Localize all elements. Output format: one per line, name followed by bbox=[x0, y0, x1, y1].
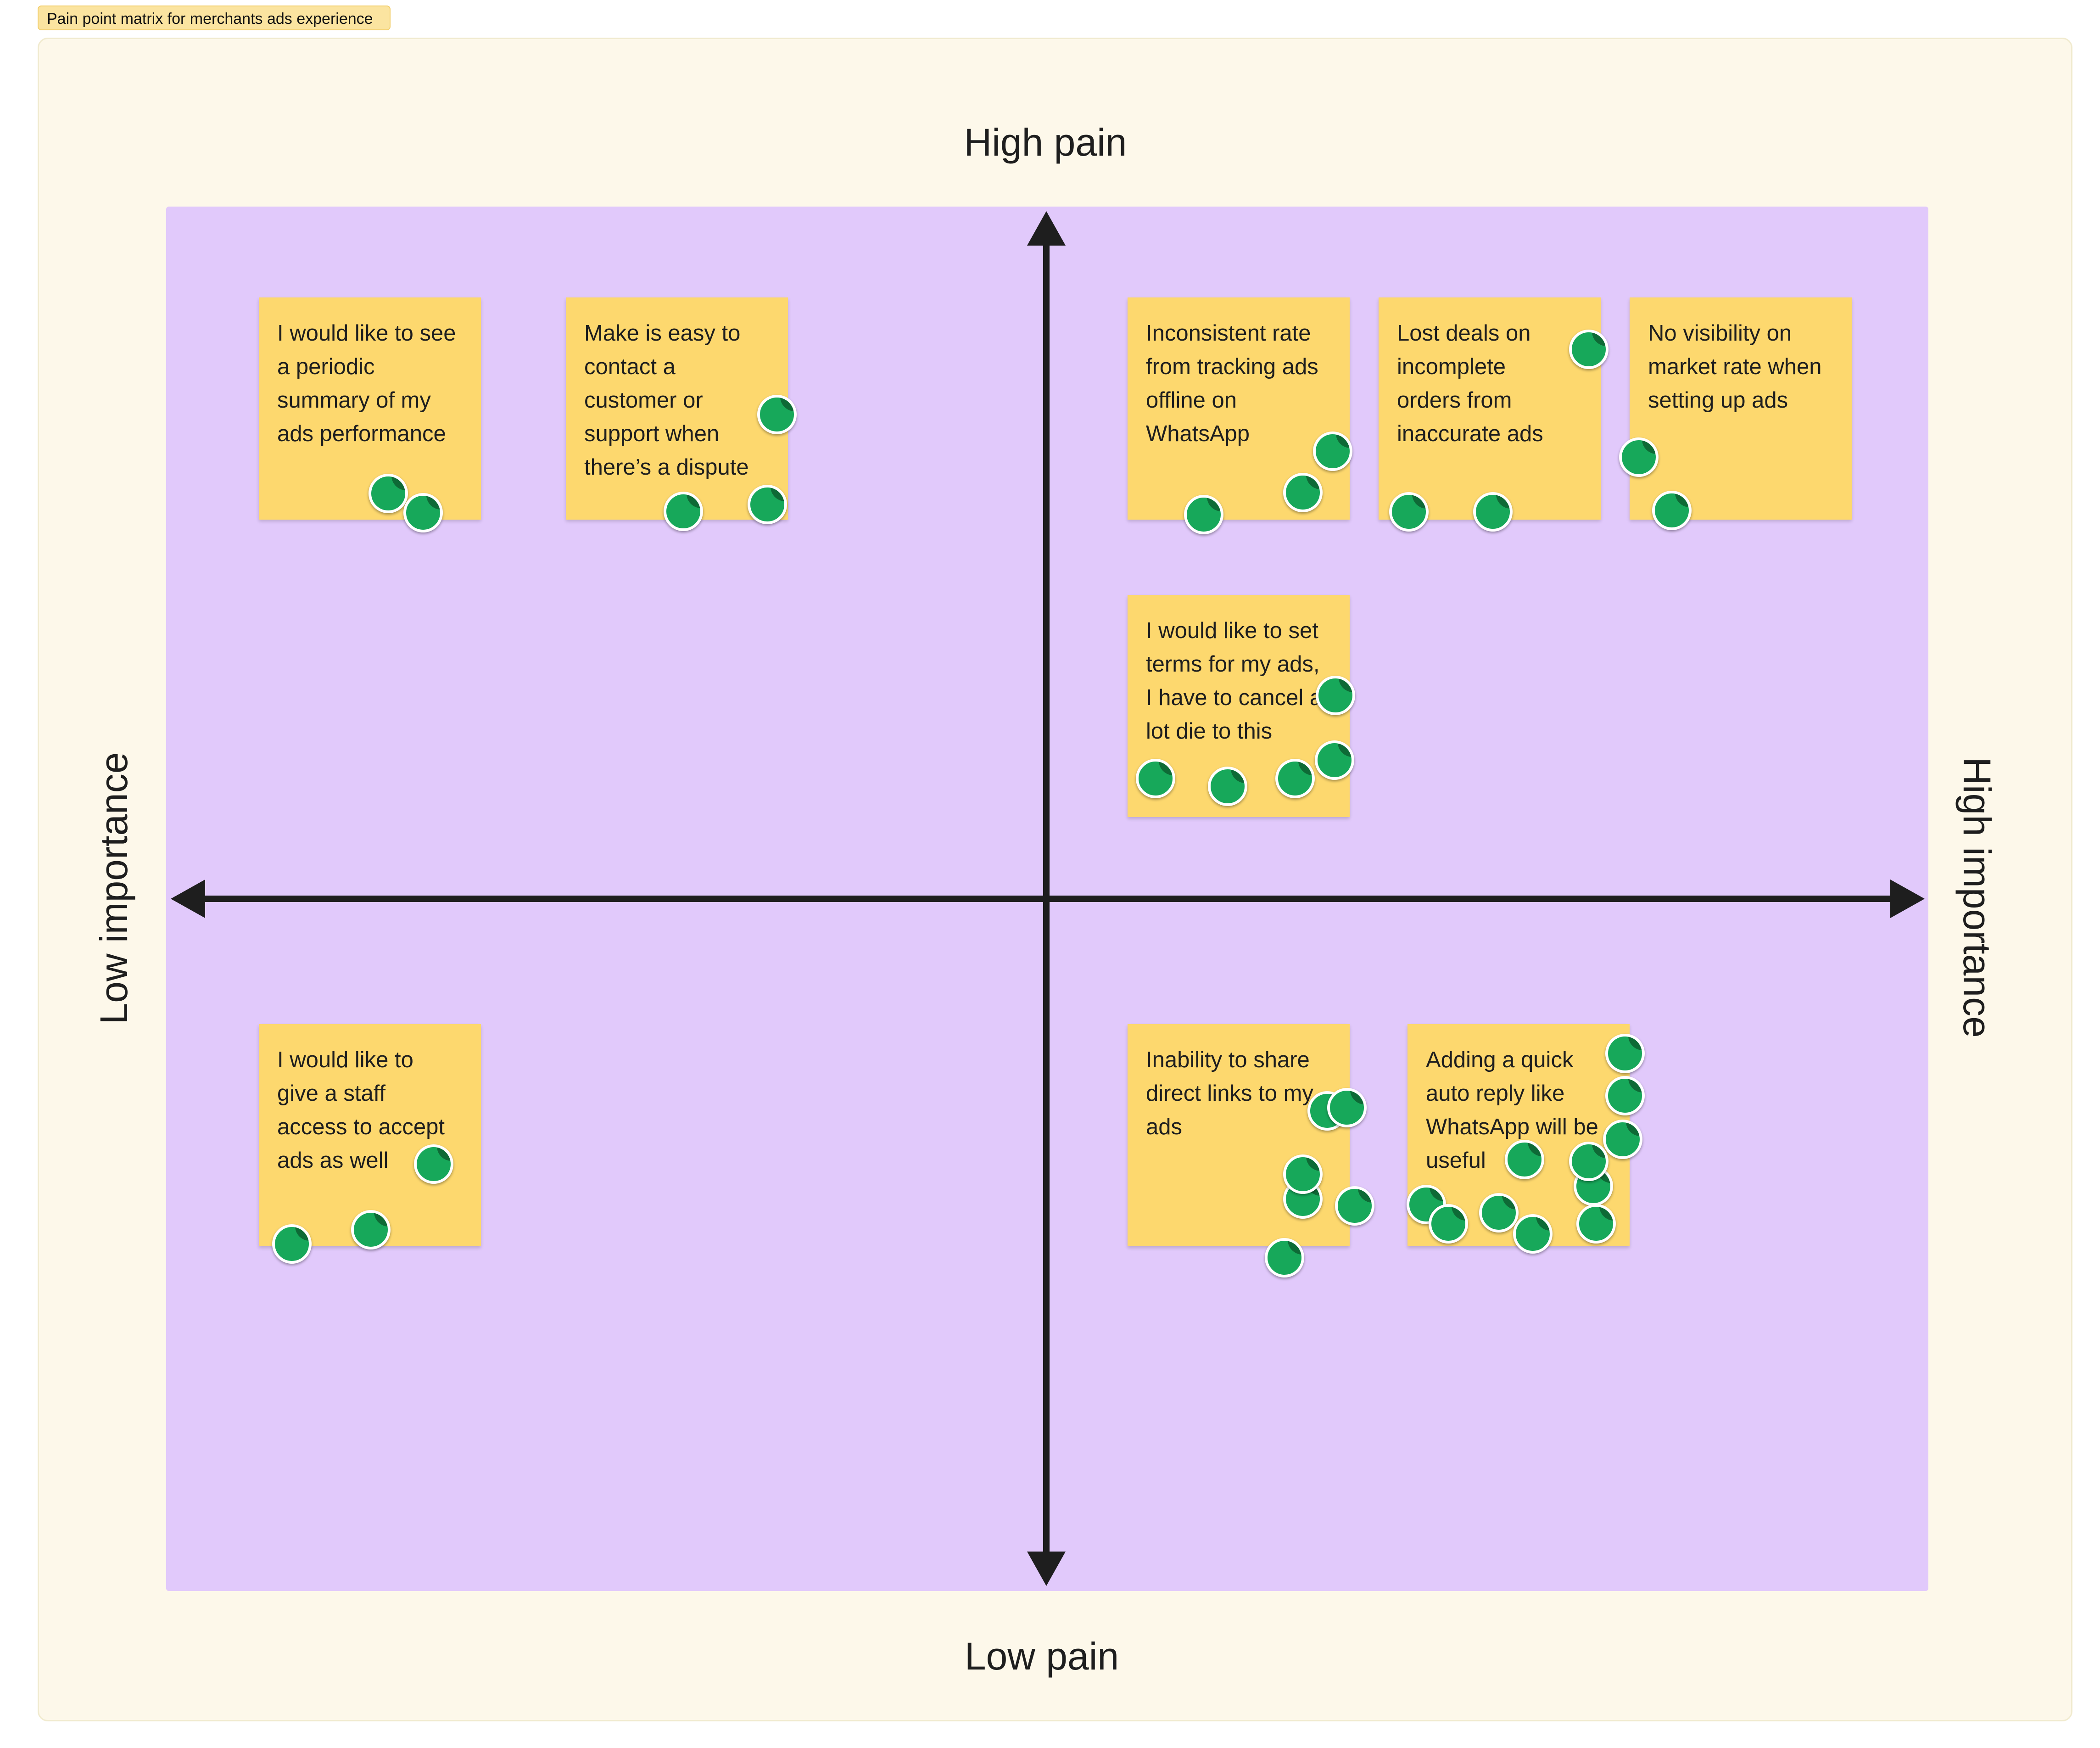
vote-dot[interactable] bbox=[1513, 1214, 1553, 1254]
vote-dot[interactable] bbox=[272, 1224, 312, 1264]
vote-dot[interactable] bbox=[1569, 1142, 1609, 1181]
board-title[interactable]: Pain point matrix for merchants ads expe… bbox=[38, 6, 391, 30]
vote-dot[interactable] bbox=[1327, 1088, 1367, 1127]
sticky-note[interactable]: Make is easy to contact a customer or su… bbox=[566, 297, 788, 520]
vote-dot[interactable] bbox=[1479, 1193, 1519, 1233]
axis-label-low-pain: Low pain bbox=[964, 1635, 1119, 1678]
vote-dot[interactable] bbox=[1389, 492, 1429, 532]
sticky-text: I would like to give a staff access to a… bbox=[277, 1048, 445, 1173]
sticky-note[interactable]: No visibility on market rate when settin… bbox=[1630, 297, 1852, 520]
vote-dot[interactable] bbox=[1275, 759, 1315, 798]
vote-dot[interactable] bbox=[1184, 495, 1223, 534]
sticky-text: I would like to set terms for my ads, I … bbox=[1146, 618, 1322, 744]
vote-dot[interactable] bbox=[1652, 491, 1692, 530]
vote-dot[interactable] bbox=[1283, 1154, 1323, 1194]
vote-dot[interactable] bbox=[1313, 431, 1352, 471]
axis-label-high-importance: High importance bbox=[1955, 757, 1999, 1038]
vote-dot[interactable] bbox=[1619, 437, 1659, 477]
vote-dot[interactable] bbox=[1429, 1204, 1468, 1244]
vote-dot[interactable] bbox=[1208, 767, 1247, 806]
vote-dot[interactable] bbox=[1283, 473, 1323, 512]
vote-dot[interactable] bbox=[1505, 1140, 1544, 1179]
vote-dot[interactable] bbox=[1473, 492, 1513, 532]
vote-dot[interactable] bbox=[1265, 1238, 1304, 1277]
axis-label-low-importance: Low importance bbox=[92, 752, 135, 1025]
vote-dot[interactable] bbox=[414, 1144, 453, 1184]
vote-dot[interactable] bbox=[1605, 1034, 1645, 1073]
vote-dot[interactable] bbox=[1605, 1076, 1645, 1115]
sticky-text: Inconsistent rate from tracking ads offl… bbox=[1146, 321, 1318, 446]
vote-dot[interactable] bbox=[1136, 759, 1175, 798]
vote-dot[interactable] bbox=[1315, 740, 1354, 780]
vote-dot[interactable] bbox=[403, 493, 443, 532]
vote-dot[interactable] bbox=[1603, 1120, 1642, 1159]
vote-dot[interactable] bbox=[1335, 1186, 1374, 1226]
vote-dot[interactable] bbox=[748, 485, 787, 524]
sticky-note[interactable]: Lost deals on incomplete orders from ina… bbox=[1379, 297, 1601, 520]
vote-dot[interactable] bbox=[369, 474, 408, 513]
vote-dot[interactable] bbox=[351, 1210, 391, 1249]
sticky-text: No visibility on market rate when settin… bbox=[1648, 321, 1822, 413]
vote-dot[interactable] bbox=[1316, 676, 1355, 715]
sticky-text: Lost deals on incomplete orders from ina… bbox=[1397, 321, 1543, 446]
vote-dot[interactable] bbox=[1576, 1204, 1616, 1244]
sticky-text: I would like to see a periodic summary o… bbox=[277, 321, 456, 446]
sticky-text: Make is easy to contact a customer or su… bbox=[584, 321, 749, 480]
sticky-note[interactable]: I would like to see a periodic summary o… bbox=[259, 297, 481, 520]
sticky-text: Inability to share direct links to my ad… bbox=[1146, 1048, 1313, 1139]
sticky-note[interactable]: I would like to give a staff access to a… bbox=[259, 1024, 481, 1246]
sticky-note[interactable]: Inability to share direct links to my ad… bbox=[1128, 1024, 1350, 1246]
sticky-note[interactable]: Adding a quick auto reply like WhatsApp … bbox=[1407, 1024, 1630, 1246]
vote-dot[interactable] bbox=[664, 492, 703, 531]
axis-label-high-pain: High pain bbox=[964, 121, 1127, 164]
vote-dot[interactable] bbox=[757, 395, 797, 434]
sticky-text: Adding a quick auto reply like WhatsApp … bbox=[1426, 1048, 1598, 1173]
vote-dot[interactable] bbox=[1569, 330, 1609, 369]
